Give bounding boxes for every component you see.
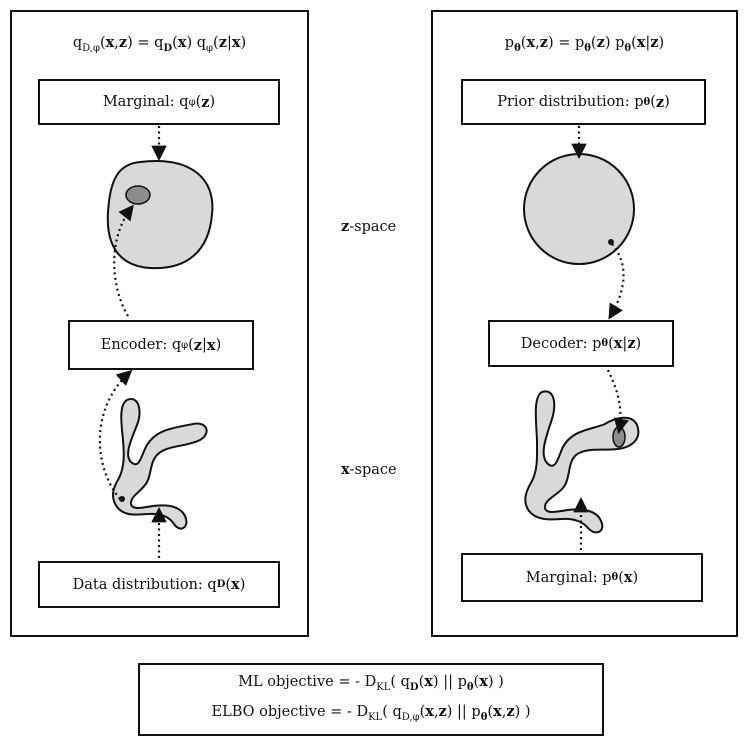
data-sample-point [119, 496, 125, 502]
objectives-box: ML objective = - DKL( qD(x) || pθ(x) ) E… [138, 663, 604, 736]
encoder-latent-blob [106, 160, 214, 270]
data-manifold-left [111, 398, 208, 530]
prior-latent-circle [523, 153, 635, 265]
ml-objective: ML objective = - DKL( qD(x) || pθ(x) ) [238, 672, 504, 693]
latent-sample-point [608, 239, 614, 245]
generative-joint-equation: pθ(x,z) = pθ(z) pθ(x|z) [504, 34, 665, 54]
arrow-latent-to-decoder [608, 243, 625, 320]
data-manifold-right [524, 390, 640, 534]
elbo-objective: ELBO objective = - DKL( qD,φ(x,z) || pθ(… [211, 702, 531, 723]
z-space-label: z-space [341, 218, 397, 235]
encoded-posterior-region [125, 185, 151, 205]
inference-joint-equation: qD,φ(x,z) = qD(x) qφ(z|x) [72, 34, 247, 54]
x-space-label: x-space [341, 461, 397, 478]
arrow-data-to-encoder [98, 369, 133, 500]
arrow-decoder-to-data [607, 369, 629, 435]
